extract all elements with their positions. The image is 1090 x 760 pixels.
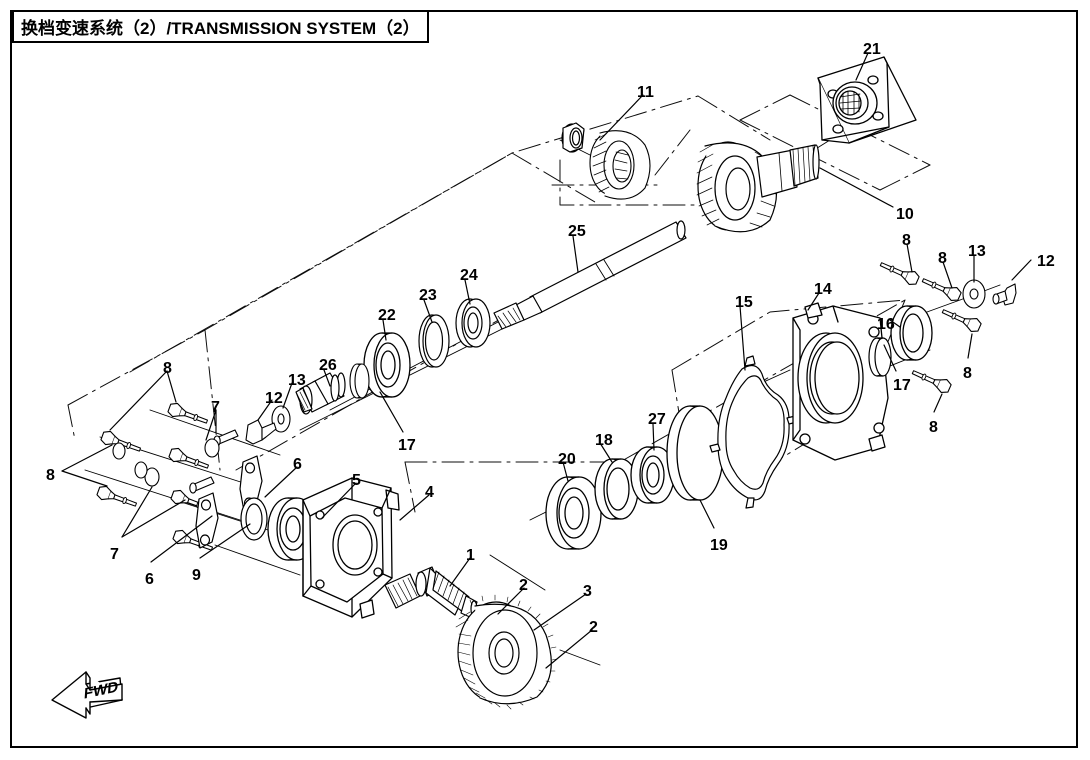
- callout-retainer-plate-upper: 6: [293, 456, 302, 473]
- callout-bolt-left: 12: [265, 390, 283, 407]
- callout-o-ring-large: 19: [710, 537, 728, 554]
- callout-oil-seal-bearing: 18: [595, 432, 613, 449]
- diagram-frame: [10, 10, 1078, 748]
- page-title: 换档变速系统（2）/TRANSMISSION SYSTEM（2）: [21, 19, 420, 38]
- callout-dowel-pin-lower: 7: [110, 546, 119, 563]
- callout-ball-bearing-large: 20: [558, 451, 576, 468]
- callout-gearbox-cover: 4: [425, 484, 434, 501]
- callout-bearing-housing: 14: [814, 281, 832, 298]
- callout-gasket-small: 9: [192, 567, 201, 584]
- fwd-label: FWD: [83, 678, 119, 703]
- callout-flange-bolt-r1: 8: [902, 232, 911, 249]
- callout-oil-seal-pinion: 11: [637, 84, 654, 101]
- callout-washer-left: 13: [288, 372, 306, 389]
- callout-housing-gasket: 15: [735, 294, 753, 311]
- callout-snap-ring-upper: 2: [519, 577, 528, 594]
- callout-shim-ring: 23: [419, 287, 437, 304]
- callout-output-shaft: 1: [466, 547, 475, 564]
- callout-output-flange: 21: [863, 41, 881, 58]
- callout-shaft-sleeve: 26: [319, 357, 337, 374]
- callout-washer-right: 13: [968, 243, 986, 260]
- callout-flange-bolt-r3: 8: [963, 365, 972, 382]
- callout-bearing-cover-seat: 5: [352, 472, 361, 489]
- callout-retainer-plate-lower: 6: [145, 571, 154, 588]
- callout-bolt-right: 12: [1037, 253, 1055, 270]
- fwd-direction-marker: FWD: [42, 668, 152, 730]
- callout-ball-bearing-small: 24: [460, 267, 478, 284]
- callout-flange-bolt-left: 8: [46, 467, 55, 484]
- diagram-title-box: 换档变速系统（2）/TRANSMISSION SYSTEM（2）: [12, 10, 429, 43]
- callout-bevel-pinion-assembly: 10: [896, 206, 914, 223]
- callout-flange-bolt-r2: 8: [938, 250, 947, 267]
- callout-oil-seal-housing: 16: [877, 316, 895, 333]
- callout-ball-bearing-medium: 27: [648, 411, 666, 428]
- callout-flange-bolt-top-left: 8: [163, 360, 172, 377]
- callout-snap-ring-lower: 2: [589, 619, 598, 636]
- callout-driven-gear: 3: [583, 583, 592, 600]
- callout-flange-bolt-r4: 8: [929, 419, 938, 436]
- callout-snap-ring-shaft: 17: [398, 437, 416, 454]
- callout-dowel-pin-upper: 7: [211, 399, 220, 416]
- callout-intermediate-shaft: 25: [568, 223, 586, 240]
- callout-snap-ring-housing: 17: [893, 377, 911, 394]
- callout-ball-bearing-shaft: 22: [378, 307, 396, 324]
